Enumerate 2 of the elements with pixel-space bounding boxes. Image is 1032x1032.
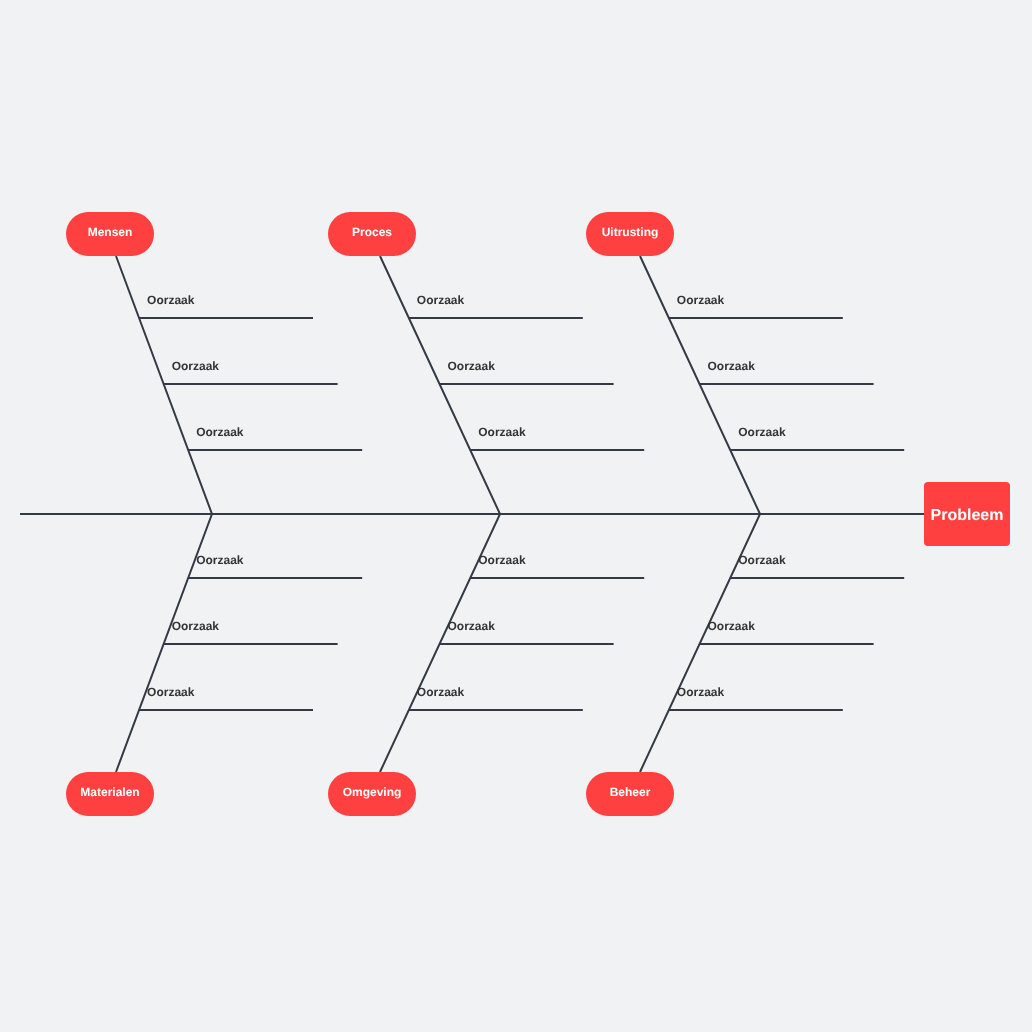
problem-box: Probleem [924,482,1010,546]
bone-line [639,513,925,773]
